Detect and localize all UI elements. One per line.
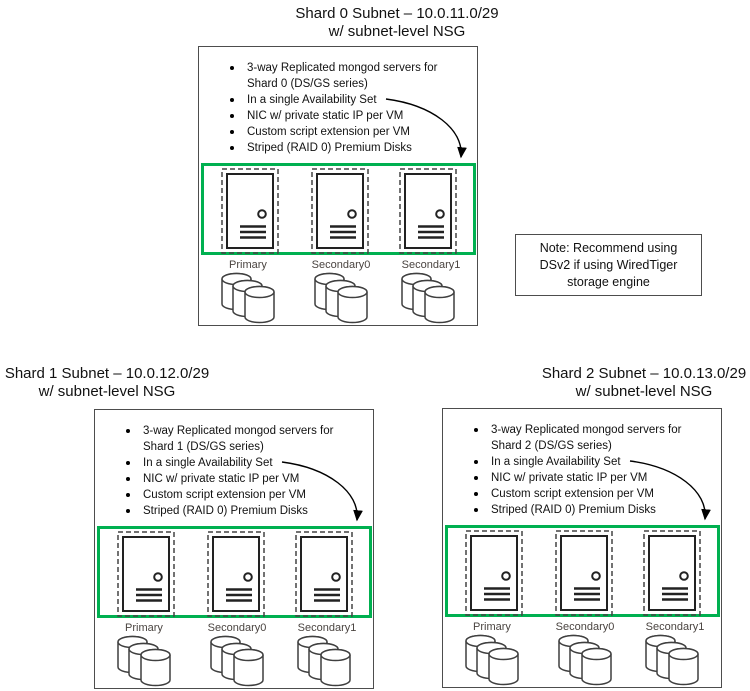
subnet-box: 3-way Replicated mongod servers for Shar… <box>198 46 478 326</box>
vm-role-label: Primary <box>473 621 511 633</box>
feature-bullet: Custom script extension per VM <box>95 487 365 503</box>
feature-bullet: NIC w/ private static IP per VM <box>199 108 469 124</box>
disk-stack-icon <box>401 272 457 324</box>
availability-set-box <box>97 526 372 618</box>
vm-server-icon <box>555 530 613 616</box>
feature-bullet: NIC w/ private static IP per VM <box>95 471 365 487</box>
subnet-title-line1: Shard 2 Subnet – 10.0.13.0/29 <box>541 365 747 382</box>
note-text-line2: DSv2 if using WiredTiger <box>539 257 678 272</box>
subnet-title-line1: Shard 1 Subnet – 10.0.12.0/29 <box>4 365 210 382</box>
subnet-feature-list: 3-way Replicated mongod servers for Shar… <box>199 60 469 156</box>
vm-role-labels: Primary Secondary0 Secondary1 <box>95 621 375 635</box>
vm-server-icon <box>311 168 369 254</box>
curved-arrow-icon <box>385 98 467 159</box>
subnet-title-line2: w/ subnet-level NSG <box>328 23 466 40</box>
disk-stack-icon <box>645 634 701 686</box>
feature-bullet: In a single Availability Set <box>199 92 469 108</box>
vm-role-label: Secondary1 <box>401 259 461 271</box>
vm-server-icon <box>207 531 265 617</box>
disk-stack-icon <box>465 634 521 686</box>
vm-role-labels: Primary Secondary0 Secondary1 <box>199 258 479 272</box>
shard-1-subnet-title: Shard 1 Subnet – 10.0.12.0/29 w/ subnet-… <box>0 365 252 401</box>
vm-server-icon <box>221 168 279 254</box>
disk-stack-icon <box>210 635 266 687</box>
subnet-title-line2: w/ subnet-level NSG <box>575 383 713 400</box>
vm-role-label: Primary <box>125 622 163 634</box>
subnet-feature-list: 3-way Replicated mongod servers for Shar… <box>443 422 713 518</box>
disk-stack-icon <box>314 272 370 324</box>
vm-role-label: Secondary0 <box>555 621 615 633</box>
vm-server-icon <box>399 168 457 254</box>
subnet-feature-list: 3-way Replicated mongod servers for Shar… <box>95 423 365 519</box>
shard-2-subnet-title: Shard 2 Subnet – 10.0.13.0/29 w/ subnet-… <box>499 365 750 401</box>
vm-server-icon <box>643 530 701 616</box>
feature-bullet: Custom script extension per VM <box>199 124 469 140</box>
feature-bullet: NIC w/ private static IP per VM <box>443 470 713 486</box>
availability-set-box <box>445 525 720 617</box>
vm-role-label: Secondary0 <box>207 622 267 634</box>
note-text-line3: storage engine <box>567 274 650 289</box>
disk-stacks-row <box>199 272 479 326</box>
curved-arrow-icon <box>281 461 363 522</box>
subnet-title-line1: Shard 0 Subnet – 10.0.11.0/29 <box>295 5 499 22</box>
feature-bullet: 3-way Replicated mongod servers for Shar… <box>199 60 469 92</box>
feature-bullet: 3-way Replicated mongod servers for Shar… <box>443 422 713 454</box>
availability-set-box <box>201 163 476 255</box>
disk-stack-icon <box>117 635 173 687</box>
vm-role-label: Secondary0 <box>311 259 371 271</box>
feature-bullet: 3-way Replicated mongod servers for Shar… <box>95 423 365 455</box>
disk-stack-icon <box>297 635 353 687</box>
disk-stack-icon <box>221 272 277 324</box>
vm-role-label: Primary <box>229 259 267 271</box>
disk-stacks-row <box>443 634 723 688</box>
subnet-box: 3-way Replicated mongod servers for Shar… <box>94 409 374 689</box>
vm-server-icon <box>295 531 353 617</box>
feature-bullet: Striped (RAID 0) Premium Disks <box>443 502 713 518</box>
vm-role-labels: Primary Secondary0 Secondary1 <box>443 620 723 634</box>
subnet-title-line2: w/ subnet-level NSG <box>38 383 176 400</box>
disk-stack-icon <box>558 634 614 686</box>
shard-0-subnet-title: Shard 0 Subnet – 10.0.11.0/29 w/ subnet-… <box>252 5 542 41</box>
feature-bullet: Striped (RAID 0) Premium Disks <box>95 503 365 519</box>
feature-bullet: In a single Availability Set <box>95 455 365 471</box>
feature-bullet: Custom script extension per VM <box>443 486 713 502</box>
subnet-box: 3-way Replicated mongod servers for Shar… <box>442 408 722 688</box>
vm-role-label: Secondary1 <box>645 621 705 633</box>
note-box: Note: Recommend using DSv2 if using Wire… <box>515 234 702 296</box>
curved-arrow-icon <box>629 460 711 521</box>
vm-server-icon <box>465 530 523 616</box>
disk-stacks-row <box>95 635 375 689</box>
note-text-line1: Note: Recommend using <box>539 240 678 255</box>
feature-bullet: Striped (RAID 0) Premium Disks <box>199 140 469 156</box>
vm-server-icon <box>117 531 175 617</box>
vm-role-label: Secondary1 <box>297 622 357 634</box>
feature-bullet: In a single Availability Set <box>443 454 713 470</box>
